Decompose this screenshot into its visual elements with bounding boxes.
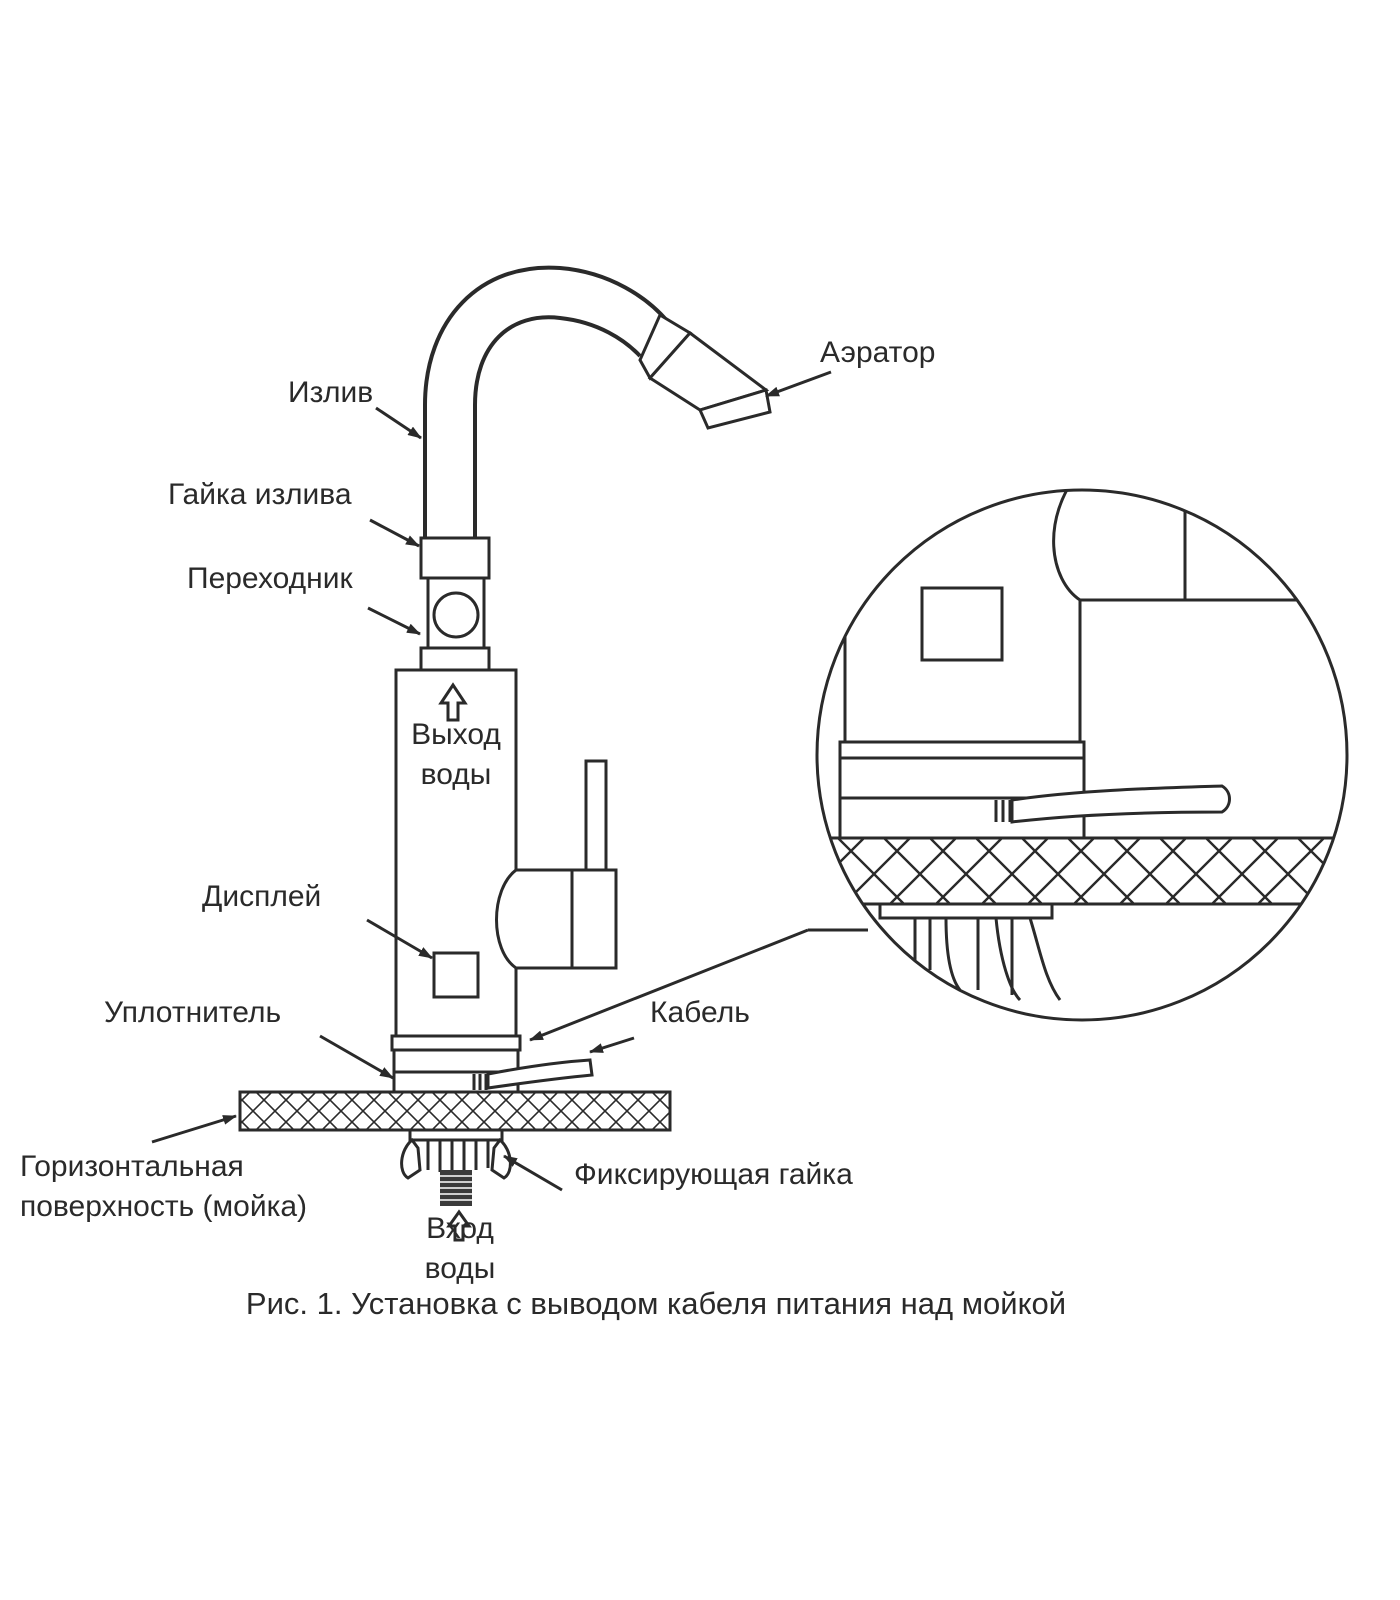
cable	[472, 1058, 594, 1090]
water-outlet-arrow	[438, 682, 468, 722]
label-spout: Излив	[288, 376, 373, 409]
label-aerator: Аэратор	[820, 336, 935, 369]
spout-nut	[419, 536, 491, 580]
label-display: Дисплей	[202, 880, 321, 913]
label-surface-2: поверхность (мойка)	[20, 1190, 307, 1223]
display	[432, 951, 480, 999]
zoom-display	[920, 586, 1004, 662]
label-adapter: Переходник	[187, 562, 353, 595]
countertop	[238, 1090, 672, 1132]
lever-handle	[495, 759, 618, 970]
leader-lines	[151, 370, 868, 1192]
aerator	[638, 312, 772, 430]
label-spout-nut: Гайка излива	[168, 478, 352, 511]
figure-caption: Рис. 1. Установка с выводом кабеля питан…	[246, 1286, 1066, 1321]
inlet-thread	[440, 1170, 472, 1206]
water-inlet-arrow	[446, 1209, 472, 1242]
faucet	[238, 265, 772, 1242]
labels: Аэратор Излив Гайка излива Переходник Вы…	[20, 336, 935, 1285]
faucet-body	[394, 668, 518, 1038]
seal	[392, 1048, 520, 1074]
label-water-outlet-1: Выход	[411, 718, 501, 751]
fixing-nut	[400, 1128, 512, 1180]
label-seal: Уплотнитель	[104, 996, 281, 1029]
spout	[423, 265, 670, 540]
adapter	[419, 576, 491, 672]
label-surface-1: Горизонтальная	[20, 1150, 244, 1183]
label-water-inlet-1: Вход	[426, 1212, 494, 1245]
label-cable: Кабель	[650, 996, 750, 1029]
zoom-detail	[815, 488, 1349, 1022]
label-water-inlet-2: воды	[425, 1252, 496, 1285]
label-water-outlet-2: воды	[421, 758, 492, 791]
label-fixing-nut: Фиксирующая гайка	[574, 1158, 853, 1191]
